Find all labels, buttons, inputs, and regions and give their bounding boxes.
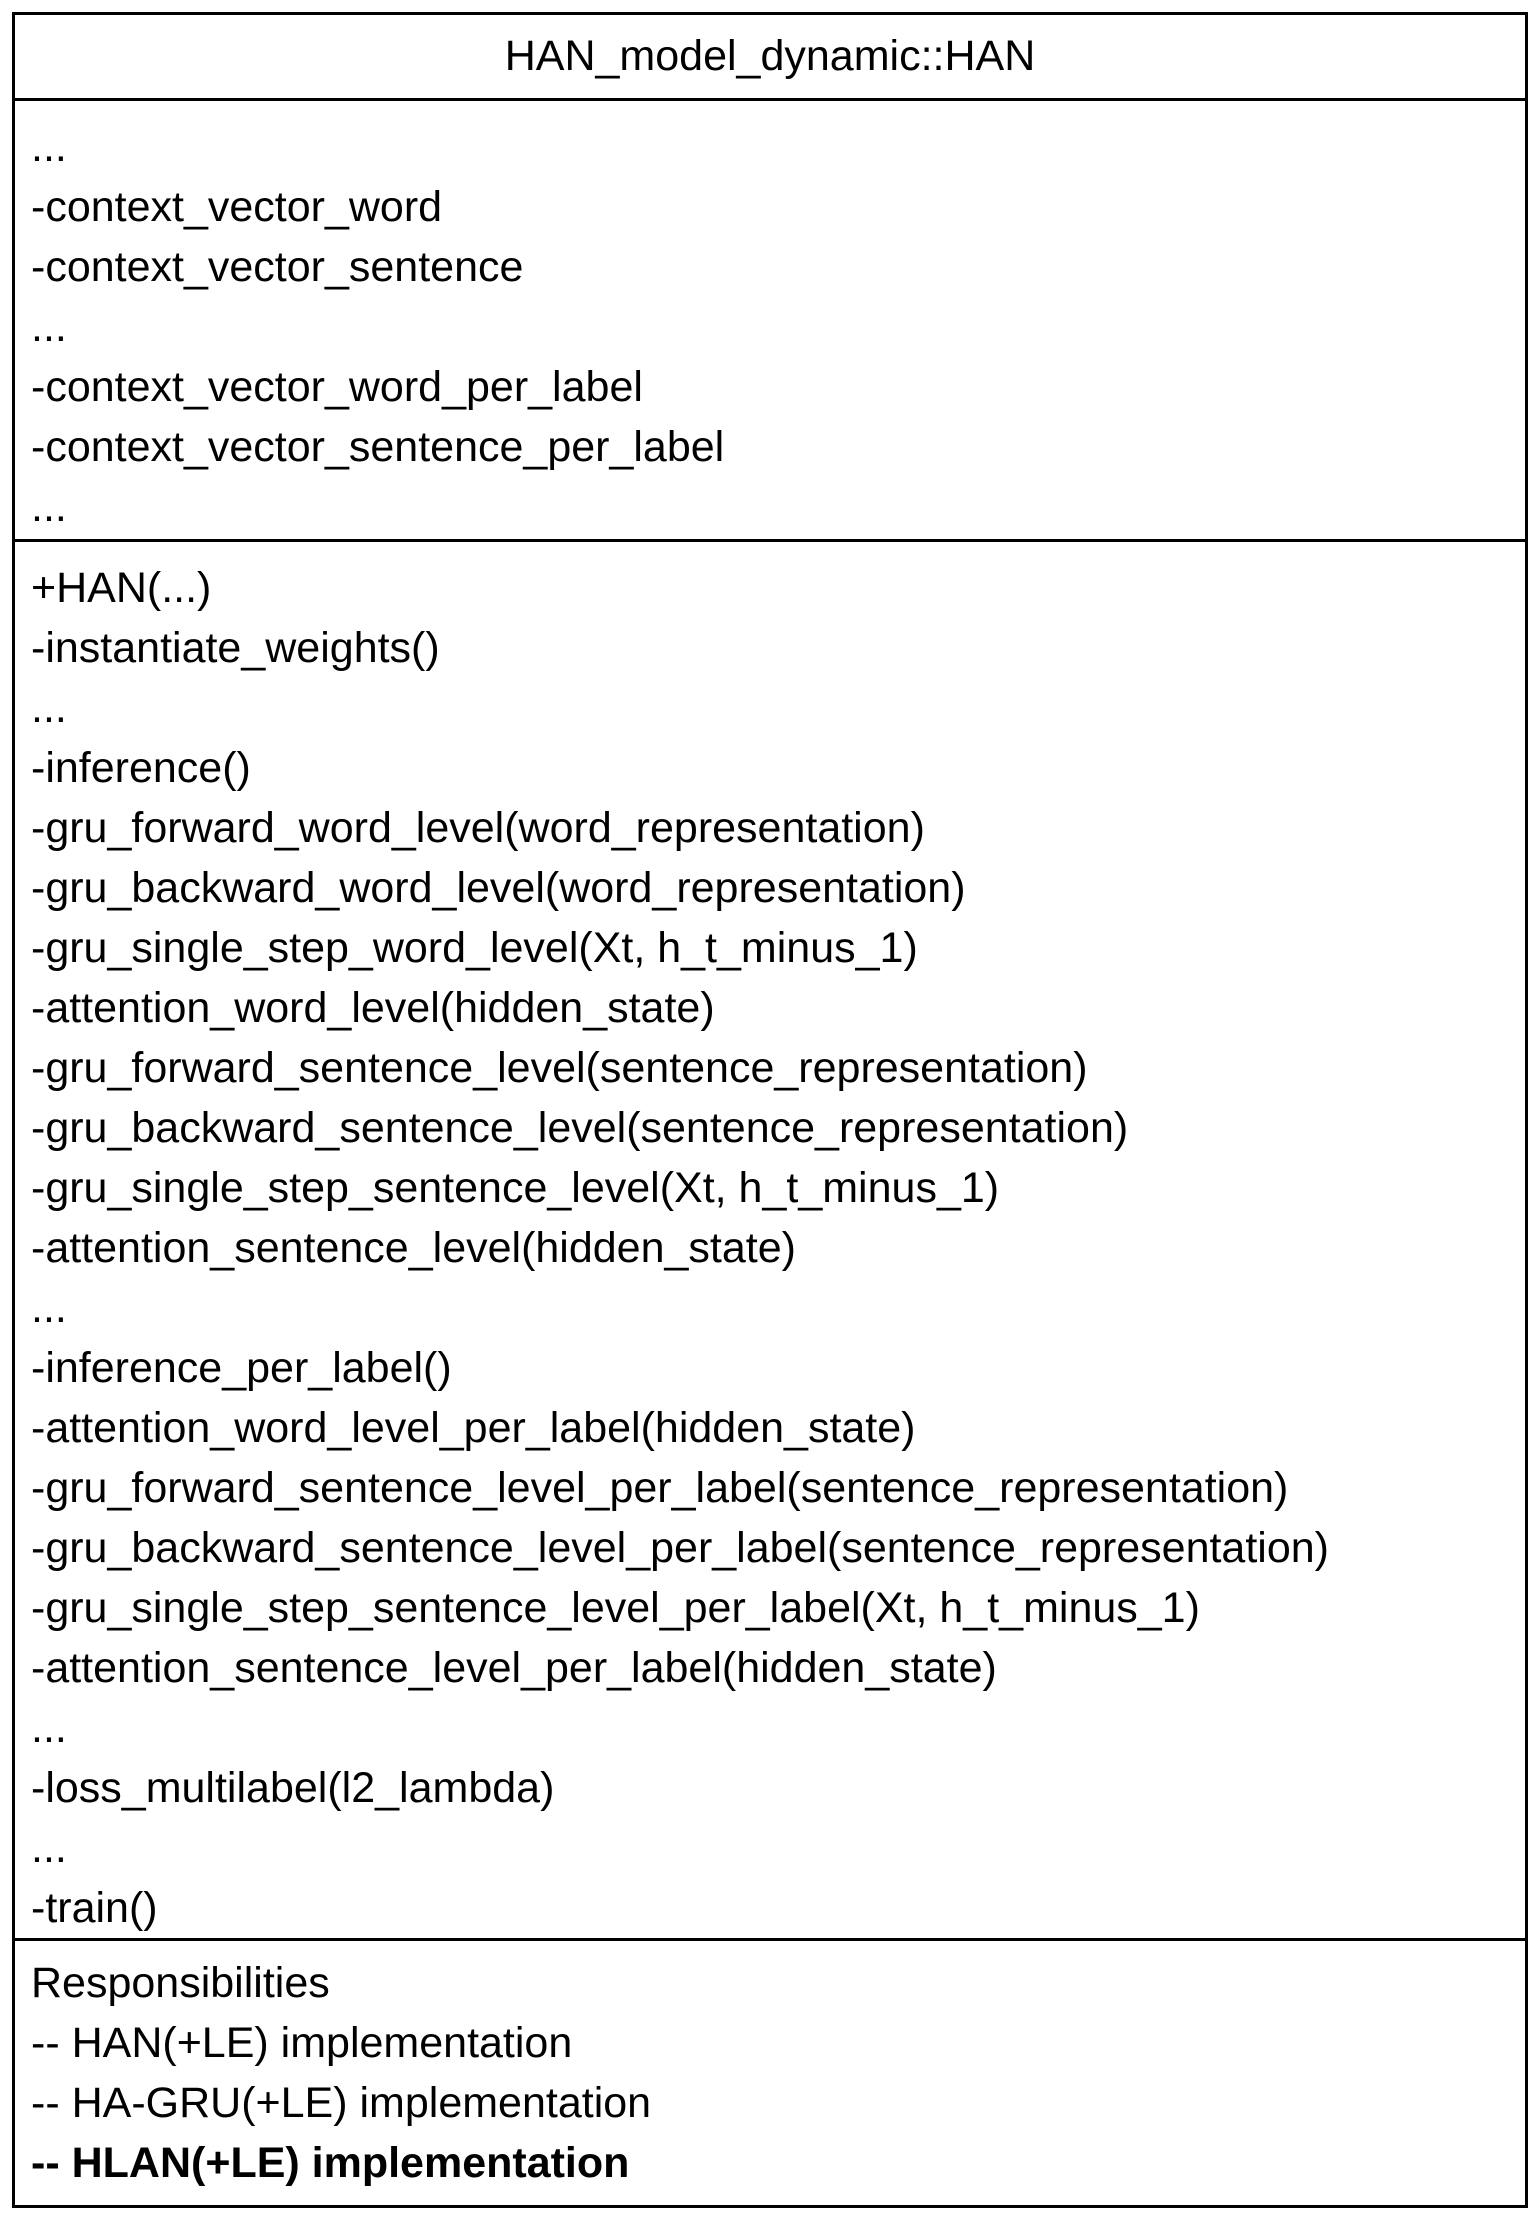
operation-item: -gru_backward_sentence_level_per_label(s… [31, 1524, 1329, 1572]
attribute-item: -context_vector_sentence [31, 243, 524, 291]
responsibility-item: -- HAN(+LE) implementation [31, 2019, 573, 2067]
operation-item: -gru_forward_sentence_level(sentence_rep… [31, 1044, 1088, 1092]
operation-item: -inference() [31, 744, 251, 792]
operation-item: -attention_sentence_level_per_label(hidd… [31, 1644, 997, 1692]
class-name: HAN_model_dynamic::HAN [15, 15, 1525, 101]
attribute-item: ... [31, 303, 67, 351]
operation-item: -gru_backward_word_level(word_representa… [31, 864, 966, 912]
attribute-item: -context_vector_sentence_per_label [31, 423, 725, 471]
responsibilities-heading: Responsibilities [31, 1959, 330, 2007]
operation-item: -inference_per_label() [31, 1344, 452, 1392]
attribute-item: -context_vector_word [31, 183, 443, 231]
operation-item: -gru_single_step_sentence_level_per_labe… [31, 1584, 1200, 1632]
responsibility-item: -- HLAN(+LE) implementation [31, 2139, 630, 2187]
operation-item: -gru_backward_sentence_level(sentence_re… [31, 1104, 1129, 1152]
operation-item: -gru_forward_word_level(word_representat… [31, 804, 925, 852]
operation-item: -instantiate_weights() [31, 624, 440, 672]
operation-item: -attention_word_level(hidden_state) [31, 984, 715, 1032]
uml-class-box: HAN_model_dynamic::HAN ...-context_vecto… [12, 12, 1528, 2208]
operation-item: +HAN(...) [31, 564, 212, 612]
attributes-compartment: ... -context_vector_word -context_vector_s… [15, 101, 1525, 542]
operation-item: -attention_word_level_per_label(hidden_s… [31, 1404, 916, 1452]
attribute-item: ... [31, 123, 67, 171]
responsibilities-compartment: Responsibilities -- HAN(+LE) implementat… [15, 1941, 1525, 2205]
operation-item: -gru_forward_sentence_level_per_label(se… [31, 1464, 1289, 1512]
attribute-item: ... [31, 483, 67, 531]
operation-item: ... [31, 1824, 67, 1872]
responsibility-item: -- HA-GRU(+LE) implementation [31, 2079, 652, 2127]
operation-item: -gru_single_step_sentence_level(Xt, h_t_… [31, 1164, 1000, 1212]
operation-item: ... [31, 1284, 67, 1332]
attribute-item: -context_vector_word_per_label [31, 363, 643, 411]
operations-compartment: +HAN(...) -instantiate_weights()... -infer… [15, 542, 1525, 1941]
operation-item: -gru_single_step_word_level(Xt, h_t_minu… [31, 924, 918, 972]
operation-item: ... [31, 1704, 67, 1752]
operation-item: -attention_sentence_level(hidden_state) [31, 1224, 796, 1272]
operation-item: ... [31, 684, 67, 732]
operation-item: -loss_multilabel(l2_lambda) [31, 1764, 555, 1812]
operation-item: -train() [31, 1884, 158, 1932]
